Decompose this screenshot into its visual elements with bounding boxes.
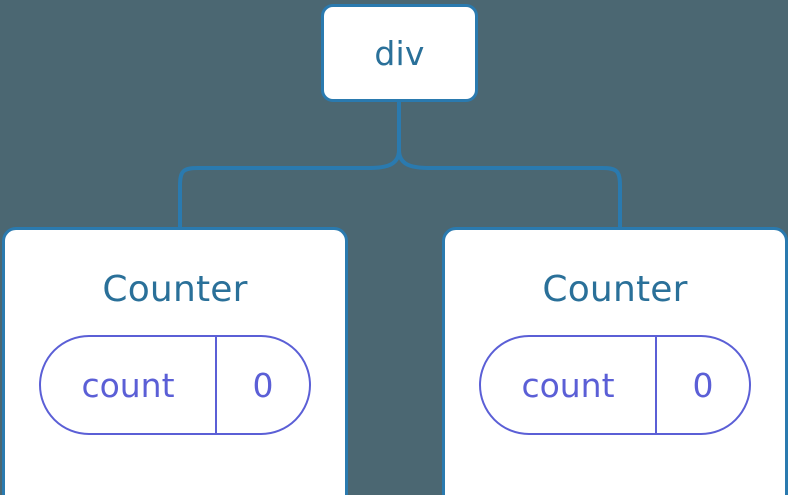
node-counter-right-label: Counter <box>542 269 688 310</box>
node-counter-left[interactable]: Counter count 0 <box>2 227 348 495</box>
node-div-label: div <box>374 33 425 73</box>
node-counter-left-label: Counter <box>102 269 248 310</box>
state-pill-right[interactable]: count 0 <box>479 335 751 435</box>
state-pill-left-key: count <box>81 365 175 405</box>
state-pill-left[interactable]: count 0 <box>39 335 311 435</box>
connector-branch-left <box>178 149 401 229</box>
state-pill-left-key-cell: count <box>41 337 217 433</box>
connector-branch-right <box>397 149 622 229</box>
node-counter-right[interactable]: Counter count 0 <box>442 227 788 495</box>
state-pill-left-value: 0 <box>252 365 274 405</box>
state-pill-right-key-cell: count <box>481 337 657 433</box>
state-pill-right-key: count <box>521 365 615 405</box>
state-pill-right-value-cell: 0 <box>657 337 749 433</box>
state-pill-right-value: 0 <box>692 365 714 405</box>
node-div[interactable]: div <box>321 4 478 102</box>
state-pill-left-value-cell: 0 <box>217 337 309 433</box>
